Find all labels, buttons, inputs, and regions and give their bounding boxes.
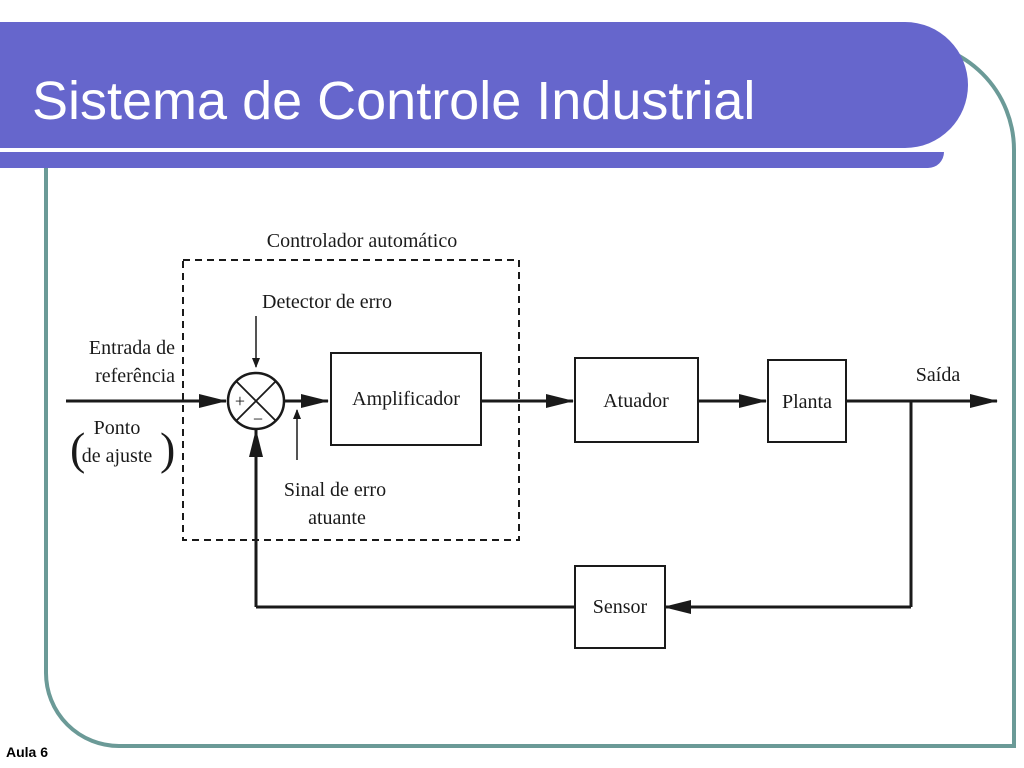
- footer-label: Aula 6: [6, 744, 49, 760]
- reference-input-label-line2: referência: [95, 365, 175, 387]
- title-bar-bottom: [0, 152, 944, 168]
- slide-title: Sistema de Controle Industrial: [32, 71, 756, 131]
- error-signal-label-line2: atuante: [308, 507, 366, 529]
- setpoint-label-line1: Ponto: [94, 417, 141, 439]
- setpoint-right-paren: ): [160, 423, 175, 474]
- error-signal-label-line1: Sinal de erro: [284, 479, 386, 501]
- output-label: Saída: [916, 364, 961, 386]
- amplifier-label: Amplificador: [352, 388, 460, 410]
- sensor-label: Sensor: [593, 596, 648, 618]
- controller-label: Controlador automático: [267, 230, 458, 252]
- setpoint-left-paren: (: [70, 423, 85, 474]
- title-divider: [0, 148, 944, 152]
- title-bar: Sistema de Controle Industrial: [0, 22, 968, 148]
- plant-label: Planta: [782, 391, 832, 413]
- amplifier-block: [330, 352, 482, 446]
- summing-minus-sign: −: [253, 409, 263, 429]
- actuator-label: Atuador: [603, 390, 669, 412]
- plant-block: [767, 359, 847, 443]
- summing-junction-cross-b: [235, 380, 277, 422]
- reference-input-label-line1: Entrada de: [89, 337, 175, 359]
- error-detector-label: Detector de erro: [262, 291, 392, 313]
- actuator-block: [574, 357, 699, 443]
- sensor-block: [574, 565, 666, 649]
- setpoint-label-line2: de ajuste: [82, 445, 153, 467]
- summing-plus-sign: +: [235, 391, 245, 411]
